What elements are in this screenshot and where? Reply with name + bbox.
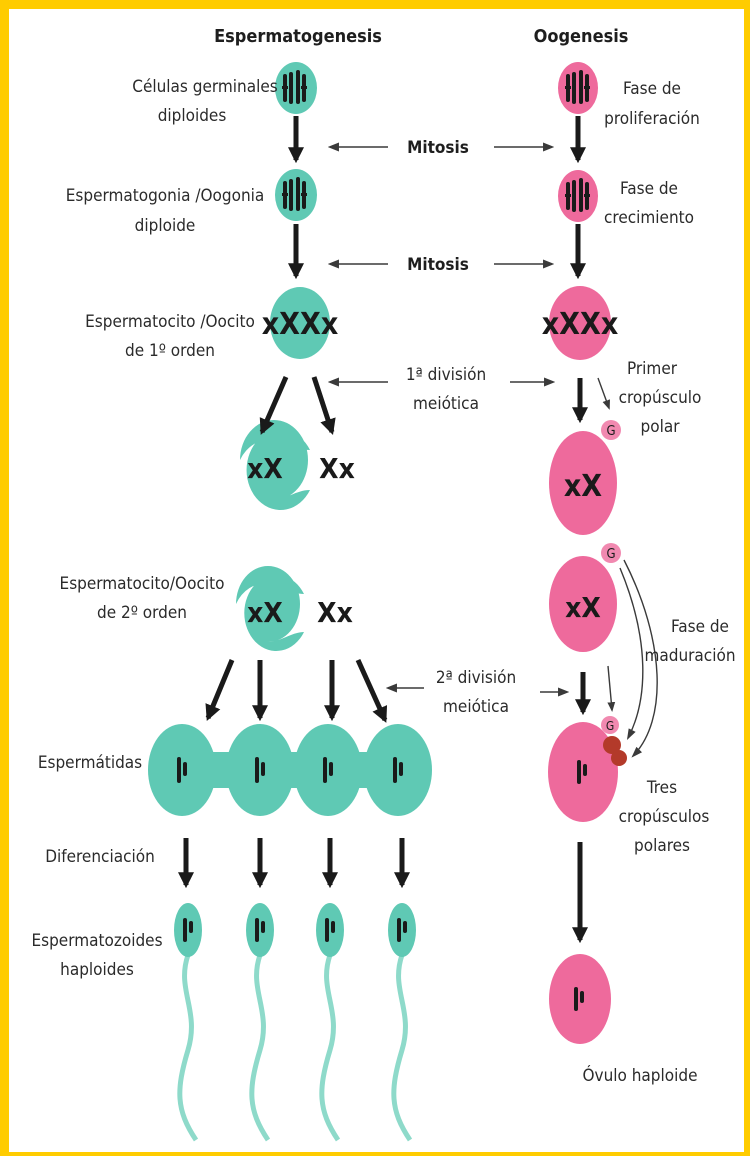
label-growth-2: crecimiento [604,208,694,228]
chromosomes-left: xX [247,596,283,629]
label-spermatids: Espermátidas [38,753,142,773]
label-haploid-ovum: Óvulo haploide [583,1064,698,1086]
label-spermatogonia: Espermatogonia /Oogonia [66,186,265,206]
label-three-polar-bodies: Tres [646,778,677,798]
label-germinal-cells-2: diploides [158,106,227,126]
label-primary-spermatocyte-2: de 1º orden [125,341,215,361]
germinal-cell-sperm [275,62,317,114]
germinal-cell-egg [558,62,598,114]
label-meiosis-1: 1ª división [406,365,486,385]
label-maturation: Fase de [671,617,729,637]
sperm-1 [174,903,202,1140]
sperm-2 [246,903,274,1140]
label-three-polar-bodies-2: cropúsculos [619,807,710,827]
primary-oocyte-cell: xXXx [542,286,618,360]
label-mitosis-2: Mitosis [407,255,469,275]
spermatogonia-cell [275,169,317,221]
secondary-oocyte-cell: xX G [549,420,621,535]
label-differentiation: Diferenciación [45,847,155,867]
mature-oocyte-cell: G [548,716,627,822]
middle-labels: Mitosis Mitosis 1ª división meiótica 2ª … [406,138,516,717]
chromosomes-right: Xx [317,596,353,629]
polar-body-glyph: G [606,547,615,562]
label-mitosis-1: Mitosis [407,138,469,158]
label-germinal-cells: Células germinales [132,77,277,97]
label-primary-spermatocyte: Espermatocito /Oocito [85,312,255,332]
label-spermatogonia-2: diploide [135,216,196,236]
haploid-ovum-cell [549,954,611,1044]
oogonia-cell [558,170,598,222]
label-three-polar-bodies-3: polares [634,836,690,856]
polar-body-red [611,750,627,766]
secondary-spermatocyte-cell: xX Xx [236,566,353,651]
chromosomes-xx: xX [564,469,602,504]
chromosomes-xx: xX [565,591,601,624]
header-spermatogenesis: Espermatogenesis [214,26,382,47]
chromosomes-xx: xXXx [542,307,618,342]
label-secondary-spermatocyte-2: de 2º orden [97,603,187,623]
label-growth: Fase de [620,179,678,199]
label-spermatozoa-2: haploides [60,960,134,980]
label-proliferation-2: proliferación [604,109,700,129]
label-first-polar-body-3: polar [641,417,681,437]
primary-spermatocyte-cell: xXXx [262,287,338,359]
polar-body-glyph: G [606,424,615,439]
left-labels: Células germinales diploides Espermatogo… [31,77,277,980]
header-oogenesis: Oogenesis [534,26,629,47]
label-meiosis-2: 2ª división [436,668,516,688]
label-first-polar-body: Primer [627,359,678,379]
label-first-polar-body-2: cropúsculo [619,388,702,408]
stage-arrows [330,147,567,692]
label-proliferation: Fase de [623,79,681,99]
chromosomes-xx: xXXx [262,307,338,342]
label-secondary-spermatocyte: Espermatocito/Oocito [60,574,225,594]
chromosomes-left: xX [247,452,283,485]
label-maturation-2: maduración [644,646,735,666]
polar-body-glyph: G [606,719,614,733]
oocyte-second-stage-cell: xX G [549,543,621,652]
sperm-3 [316,903,344,1140]
label-meiosis-1b: meiótica [413,394,479,414]
sperm-4 [388,903,416,1140]
chromosomes-right: Xx [319,452,355,485]
label-spermatozoa: Espermatozoides [31,931,162,951]
dividing-spermatocyte-cell: xX Xx [240,420,355,510]
label-meiosis-2b: meiótica [443,697,509,717]
spermatids-chain [148,724,432,816]
